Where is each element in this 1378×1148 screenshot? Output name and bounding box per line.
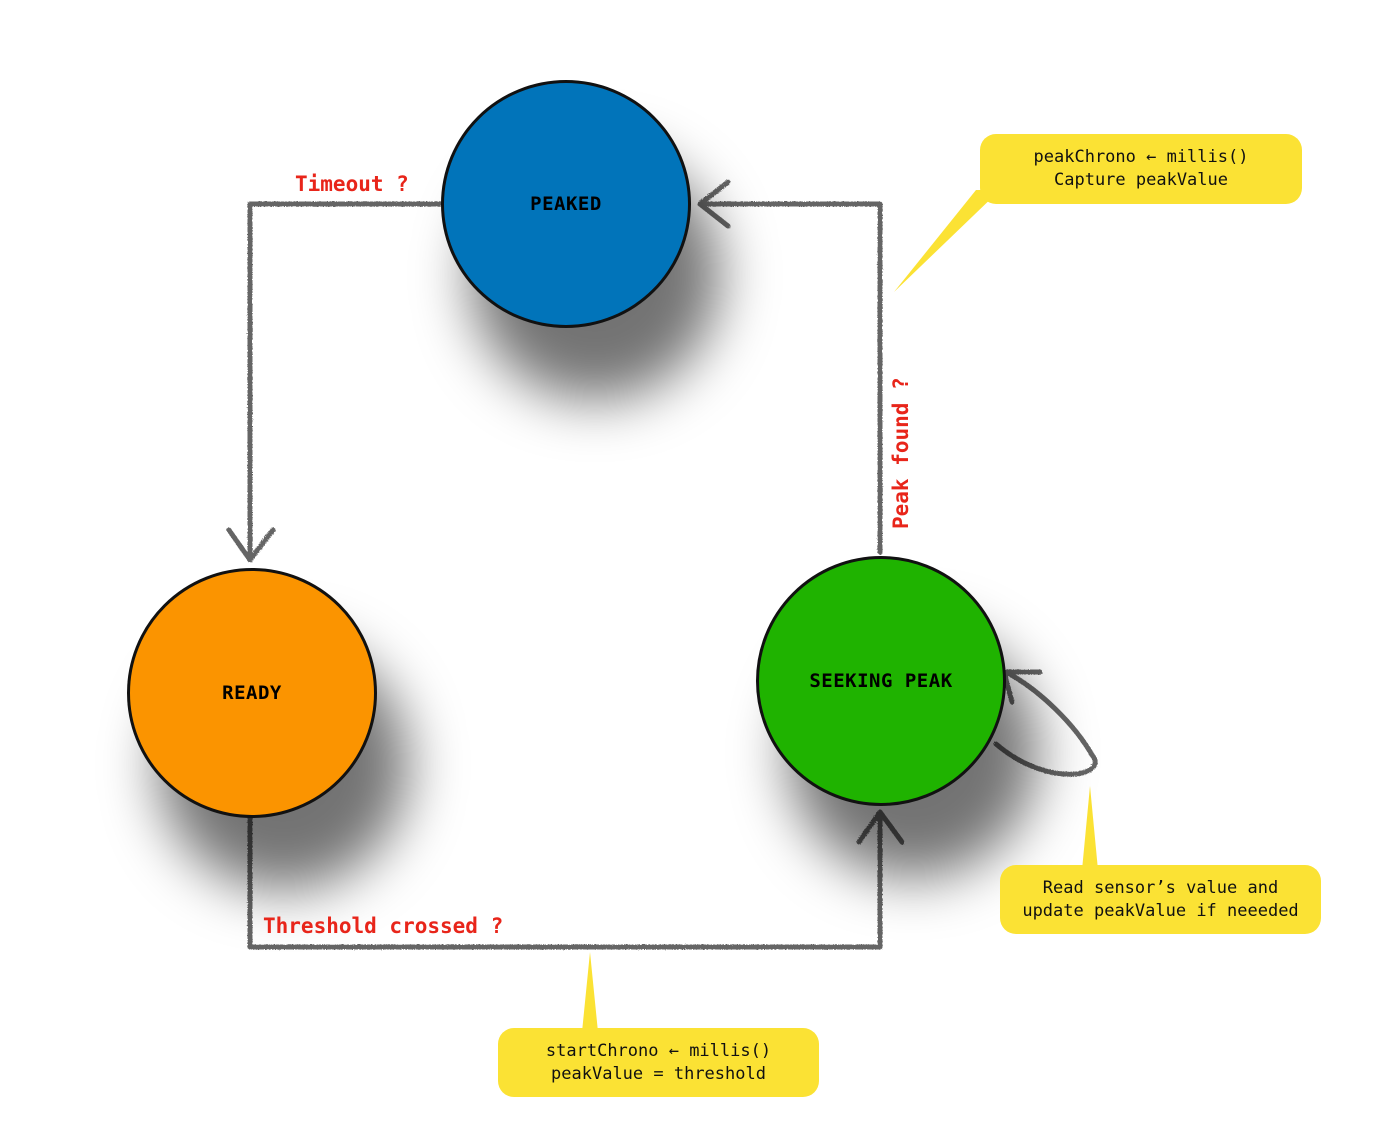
condition-threshold: Threshold crossed ?	[263, 914, 504, 938]
note-threshold-line2: peakValue = threshold	[551, 1063, 766, 1084]
condition-timeout: Timeout ?	[295, 172, 409, 196]
note-peak-found-line2: Capture peakValue	[1054, 170, 1228, 190]
note-threshold: startChrono ← millis() peakValue = thres…	[498, 1028, 819, 1097]
state-peaked-label: PEAKED	[530, 193, 602, 215]
callout-pointer-peak-found	[894, 190, 1000, 292]
state-peaked: PEAKED	[441, 80, 691, 328]
state-seeking-label: SEEKING PEAK	[809, 670, 953, 692]
arrowhead-timeout	[226, 527, 276, 563]
note-peak-found-line1: peakChrono ← millis()	[1033, 147, 1249, 167]
note-seeking-loop: Read sensor’s value and update peakValue…	[1000, 865, 1321, 934]
state-ready: READY	[127, 568, 377, 818]
state-seeking-peak: SEEKING PEAK	[756, 556, 1006, 806]
state-ready-label: READY	[222, 682, 282, 704]
arrow-timeout	[247, 201, 443, 563]
note-threshold-line1: startChrono ← millis()	[545, 1040, 772, 1061]
arrow-peak-found	[697, 201, 883, 555]
arrowhead-peak-found	[697, 179, 731, 229]
condition-peak-found: Peak found ?	[889, 377, 913, 529]
callout-pointer-threshold	[582, 952, 598, 1032]
arrow-self-loop	[993, 669, 1098, 777]
callout-pointer-self-loop	[1082, 786, 1098, 870]
note-seeking-loop-line1: Read sensor’s value and	[1042, 877, 1279, 898]
note-seeking-loop-line2: update peakValue if neeeded	[1022, 900, 1299, 921]
note-peak-found: peakChrono ← millis() Capture peakValue	[980, 134, 1302, 204]
